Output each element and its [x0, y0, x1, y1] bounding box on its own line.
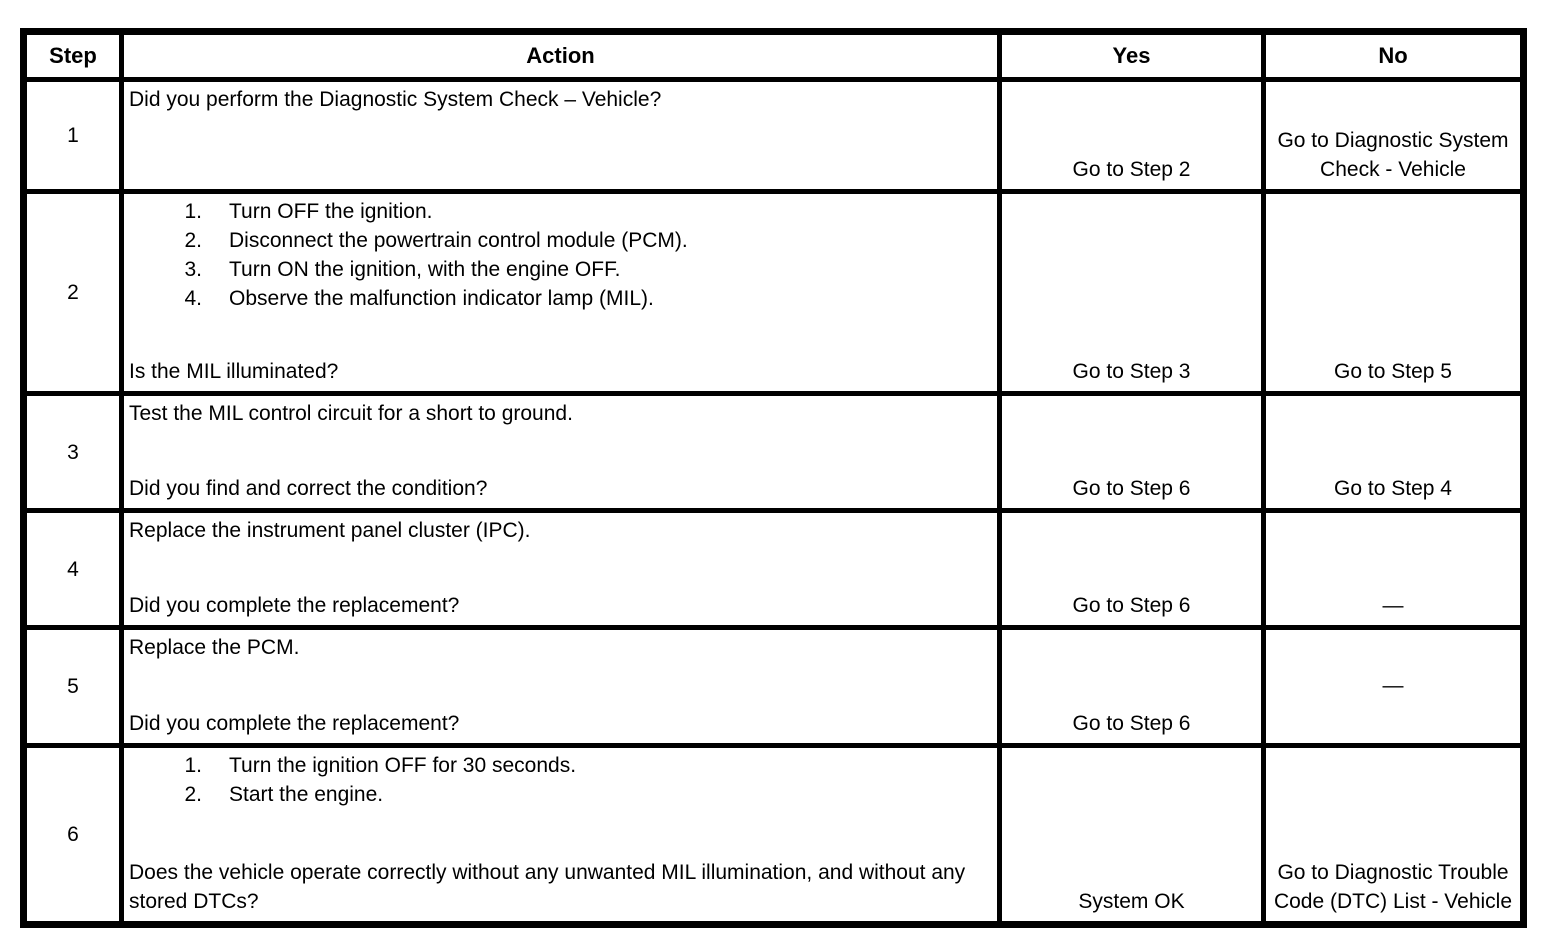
- column-header-no: No: [1261, 29, 1526, 82]
- action-instructions: Did you perform the Diagnostic System Ch…: [129, 85, 989, 114]
- table-row: 5 Replace the PCM. Did you complete the …: [21, 625, 1526, 748]
- table-row: 1 Did you perform the Diagnostic System …: [21, 77, 1526, 194]
- table-row: 4 Replace the instrument panel cluster (…: [21, 508, 1526, 630]
- list-item-text: Observe the malfunction indicator lamp (…: [229, 287, 654, 310]
- no-cell: —: [1261, 625, 1526, 748]
- list-item-text: Disconnect the powertrain control module…: [229, 229, 688, 252]
- column-header-step: Step: [21, 29, 124, 82]
- no-cell: —: [1261, 508, 1526, 630]
- header-row: Step Action Yes No: [21, 29, 1526, 82]
- action-question: Did you complete the replacement?: [129, 712, 460, 735]
- action-cell-content: Replace the instrument panel cluster (IP…: [124, 513, 997, 625]
- action-steps-list: 1. Turn OFF the ignition. 2. Disconnect the…: [129, 197, 989, 313]
- action-instructions: 1. Turn OFF the ignition. 2. Disconnect the…: [129, 197, 989, 313]
- table-row: 3 Test the MIL control circuit for a sho…: [21, 391, 1526, 513]
- yes-cell: Go to Step 6: [997, 508, 1266, 630]
- list-item-text: Start the engine.: [229, 783, 384, 806]
- step-cell: 6: [21, 743, 124, 927]
- list-item-number: 2.: [184, 229, 202, 252]
- yes-cell: Go to Step 6: [997, 391, 1266, 513]
- list-item-number: 4.: [184, 287, 202, 310]
- list-item: 1. Turn OFF the ignition.: [129, 197, 989, 226]
- action-cell-content: Replace the PCM. Did you complete the re…: [124, 630, 997, 743]
- action-cell-content: Test the MIL control circuit for a short…: [124, 396, 997, 508]
- action-question: Does the vehicle operate correctly witho…: [129, 861, 966, 913]
- table-row: 2 1. Turn OFF the ignition. 2. Disconnect t…: [21, 189, 1526, 396]
- no-cell: Go to Diagnostic System Check - Vehicle: [1261, 77, 1526, 194]
- list-item-number: 3.: [184, 258, 202, 281]
- no-cell: Go to Step 5: [1261, 189, 1526, 396]
- action-statement: Replace the PCM.: [129, 636, 300, 659]
- list-item-text: Turn OFF the ignition.: [229, 200, 433, 223]
- column-header-yes: Yes: [997, 29, 1266, 82]
- table-body: 1 Did you perform the Diagnostic System …: [21, 77, 1526, 927]
- no-cell: Go to Diagnostic Trouble Code (DTC) List…: [1261, 743, 1526, 927]
- action-statement: Test the MIL control circuit for a short…: [129, 402, 573, 425]
- list-item: 1. Turn the ignition OFF for 30 seconds.: [129, 751, 989, 780]
- list-item-number: 2.: [184, 783, 202, 806]
- action-steps-list: 1. Turn the ignition OFF for 30 seconds. 2…: [129, 751, 989, 809]
- diagnostic-steps-table: Step Action Yes No 1 Did you perform the…: [20, 28, 1527, 928]
- list-item-number: 1.: [184, 754, 202, 777]
- list-item-number: 1.: [184, 200, 202, 223]
- action-instructions: 1. Turn the ignition OFF for 30 seconds. 2…: [129, 751, 989, 809]
- column-header-action: Action: [119, 29, 1002, 82]
- list-item: 4. Observe the malfunction indicator lamp…: [129, 284, 989, 313]
- step-cell: 1: [21, 77, 124, 194]
- action-question: Is the MIL illuminated?: [129, 360, 339, 383]
- action-cell: Replace the instrument panel cluster (IP…: [119, 508, 1002, 630]
- list-item: 2. Disconnect the powertrain control modu…: [129, 226, 989, 255]
- step-cell: 2: [21, 189, 124, 396]
- action-question: Did you find and correct the condition?: [129, 477, 488, 500]
- action-cell: 1. Turn the ignition OFF for 30 seconds. 2…: [119, 743, 1002, 927]
- action-instructions: Replace the PCM.: [129, 633, 989, 662]
- yes-cell: Go to Step 2: [997, 77, 1266, 194]
- yes-cell: System OK: [997, 743, 1266, 927]
- action-cell: Test the MIL control circuit for a short…: [119, 391, 1002, 513]
- list-item-text: Turn the ignition OFF for 30 seconds.: [229, 754, 577, 777]
- action-cell: 1. Turn OFF the ignition. 2. Disconnect the…: [119, 189, 1002, 396]
- step-cell: 4: [21, 508, 124, 630]
- action-instructions: Replace the instrument panel cluster (IP…: [129, 516, 989, 545]
- action-statement: Did you perform the Diagnostic System Ch…: [129, 88, 662, 111]
- table-row: 6 1. Turn the ignition OFF for 30 seconds…: [21, 743, 1526, 927]
- yes-cell: Go to Step 6: [997, 625, 1266, 748]
- list-item: 3. Turn ON the ignition, with the engine …: [129, 255, 989, 284]
- yes-cell: Go to Step 3: [997, 189, 1266, 396]
- list-item: 2. Start the engine.: [129, 780, 989, 809]
- step-cell: 5: [21, 625, 124, 748]
- action-cell-content: Did you perform the Diagnostic System Ch…: [124, 82, 997, 189]
- action-cell-content: 1. Turn the ignition OFF for 30 seconds. 2…: [124, 748, 997, 921]
- no-cell: Go to Step 4: [1261, 391, 1526, 513]
- action-cell-content: 1. Turn OFF the ignition. 2. Disconnect the…: [124, 194, 997, 391]
- step-cell: 3: [21, 391, 124, 513]
- action-instructions: Test the MIL control circuit for a short…: [129, 399, 989, 428]
- action-question: Did you complete the replacement?: [129, 594, 460, 617]
- list-item-text: Turn ON the ignition, with the engine OF…: [229, 258, 621, 281]
- action-statement: Replace the instrument panel cluster (IP…: [129, 519, 531, 542]
- action-cell: Did you perform the Diagnostic System Ch…: [119, 77, 1002, 194]
- action-cell: Replace the PCM. Did you complete the re…: [119, 625, 1002, 748]
